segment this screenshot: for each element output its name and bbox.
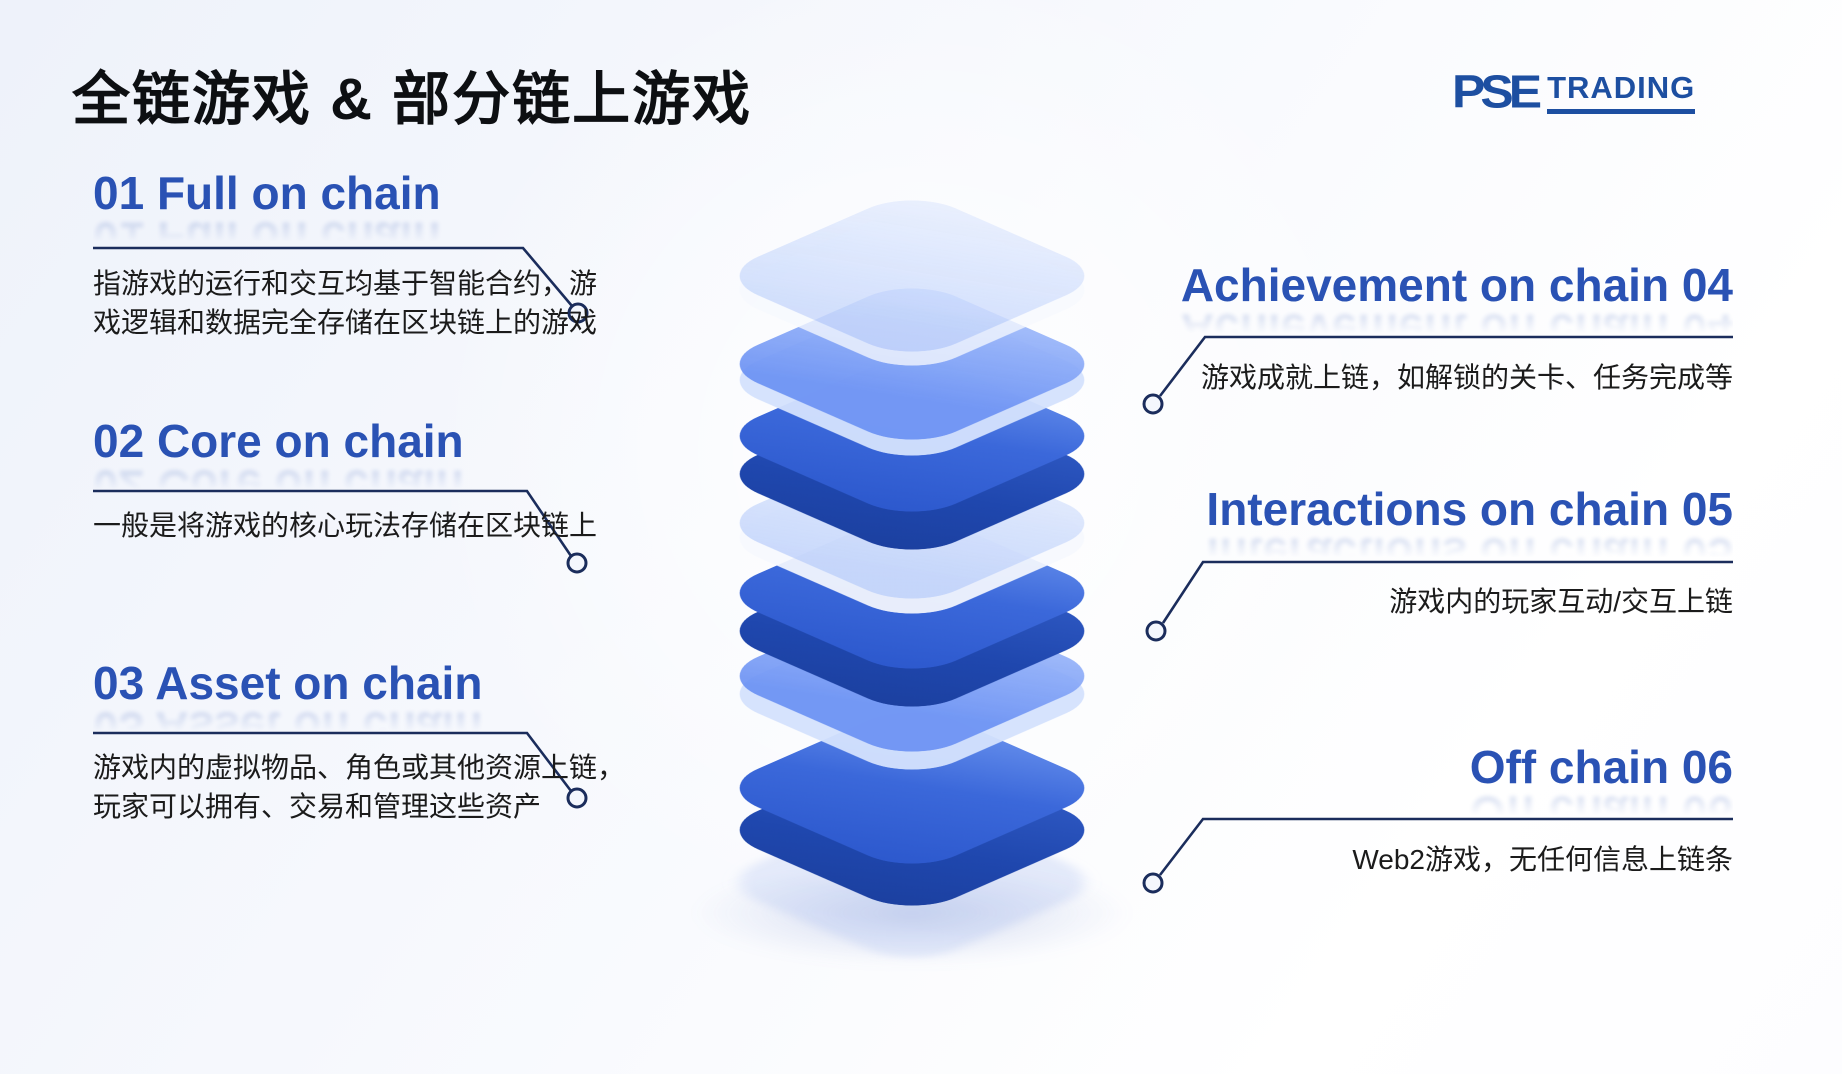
- item-heading: Interactions on chain 05: [1206, 483, 1733, 535]
- item-description: 游戏内的玩家互动/交互上链: [1389, 586, 1733, 617]
- brand-logo: PSE TRADING: [1452, 66, 1696, 118]
- connector-node-04: [1142, 393, 1164, 415]
- connector-node-02: [566, 552, 588, 574]
- item-heading: Achievement on chain 04: [1180, 259, 1733, 311]
- item-heading: Off chain 06: [1469, 741, 1733, 793]
- heading-reflection: 01 Full on chain: [93, 213, 441, 265]
- heading-reflection: 03 Asset on chain: [93, 703, 483, 755]
- heading-reflection: 02 Core on chain: [93, 461, 464, 513]
- item-heading: 01 Full on chain: [93, 167, 441, 219]
- stack-layer-light-top: [714, 136, 1110, 416]
- connector-node-05: [1145, 620, 1167, 642]
- item-04-achievement-on-chain: Achievement on chain 04 Achievement on c…: [1093, 259, 1733, 393]
- item-heading: 03 Asset on chain: [93, 657, 483, 709]
- item-description: 游戏内的虚拟物品、角色或其他资源上链， 玩家可以拥有、交易和管理这些资产: [93, 752, 626, 822]
- item-heading: 02 Core on chain: [93, 415, 464, 467]
- heading-reflection: Achievement on chain 04: [1180, 305, 1733, 357]
- layer-top-face: [714, 189, 1110, 363]
- item-description: 一般是将游戏的核心玩法存储在区块链上: [93, 510, 598, 541]
- item-description: Web2游戏，无任何信息上链条: [1352, 844, 1733, 875]
- item-02-core-on-chain: 02 Core on chain 02 Core on chain 一般是将游戏…: [93, 415, 653, 541]
- item-03-asset-on-chain: 03 Asset on chain 03 Asset on chain 游戏内的…: [93, 657, 653, 822]
- page-title: 全链游戏 & 部分链上游戏: [72, 67, 753, 132]
- item-05-interactions-on-chain: Interactions on chain 05 Interactions on…: [1093, 483, 1733, 617]
- heading-reflection: Off chain 06: [1469, 787, 1733, 839]
- trading-logo-text: TRADING: [1547, 72, 1696, 114]
- item-01-full-on-chain: 01 Full on chain 01 Full on chain 指游戏的运行…: [93, 167, 653, 338]
- heading-reflection: Interactions on chain 05: [1206, 529, 1733, 581]
- item-description: 游戏成就上链，如解锁的关卡、任务完成等: [1200, 362, 1733, 393]
- item-06-off-chain: Off chain 06 Off chain 06 Web2游戏，无任何信息上链…: [1093, 741, 1733, 875]
- item-description: 指游戏的运行和交互均基于智能合约，游 戏逻辑和数据完全存储在区块链上的游戏: [93, 268, 598, 338]
- pse-logo-text: PSE: [1452, 66, 1542, 118]
